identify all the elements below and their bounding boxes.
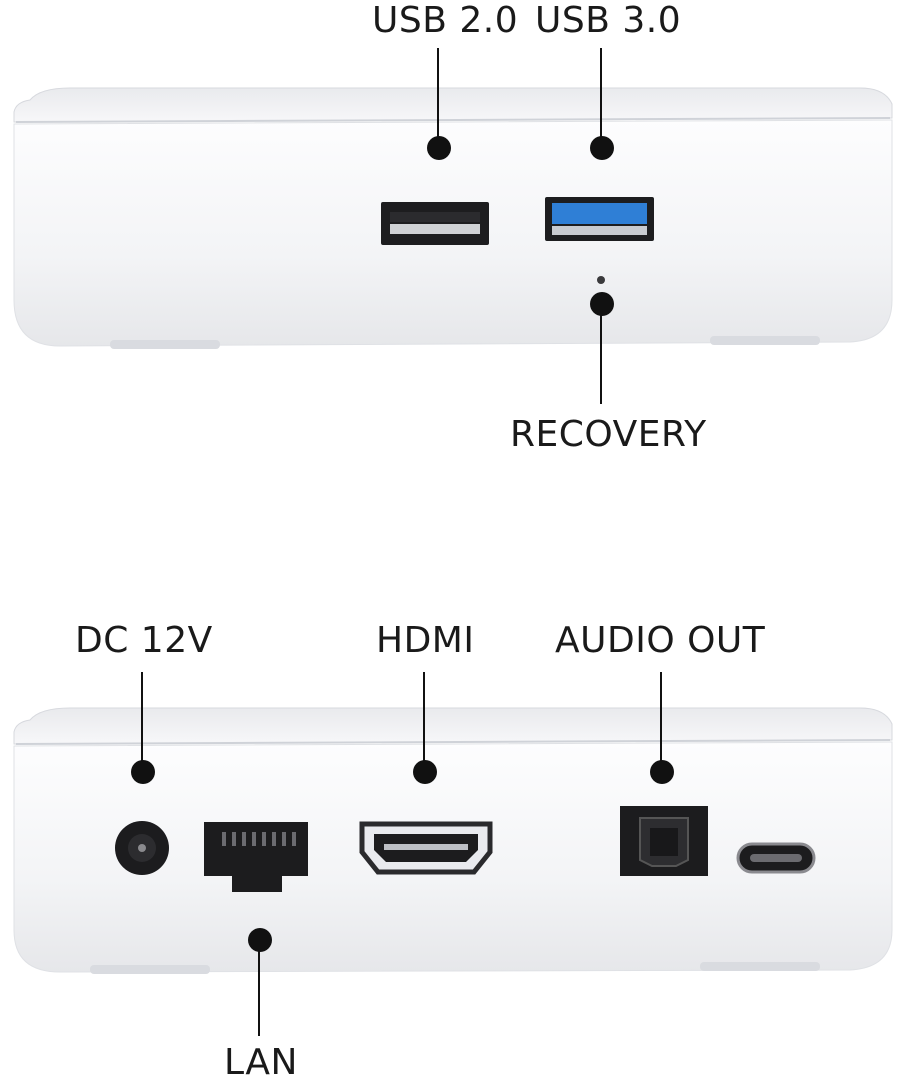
usb3-label: USB 3.0 (535, 0, 682, 41)
audio-out-callout-dot (650, 760, 674, 784)
dc-jack (115, 821, 169, 875)
usb2-port (381, 202, 489, 245)
usb3-callout-dot (590, 136, 614, 160)
usb3-callout-line (600, 48, 602, 146)
hdmi-label: HDMI (376, 620, 475, 661)
usb-c-port (736, 842, 816, 874)
usb2-callout-dot (427, 136, 451, 160)
recovery-callout-line (600, 306, 602, 404)
recovery-label: RECOVERY (510, 414, 707, 455)
dc-callout-dot (131, 760, 155, 784)
dc-callout-line (141, 672, 143, 770)
recovery-callout-dot (590, 292, 614, 316)
dc-label: DC 12V (75, 620, 213, 661)
audio-out-label: AUDIO OUT (555, 620, 766, 661)
lan-callout-line (258, 942, 260, 1036)
hdmi-callout-dot (413, 760, 437, 784)
lan-port (204, 822, 308, 892)
front-device (13, 87, 893, 349)
audio-out-port (620, 806, 708, 876)
hdmi-port (359, 821, 493, 875)
lan-label: LAN (224, 1042, 298, 1083)
audio-out-callout-line (660, 672, 662, 770)
usb3-port (545, 197, 654, 241)
usb2-label: USB 2.0 (372, 0, 519, 41)
recovery-hole (597, 276, 605, 284)
usb2-callout-line (437, 48, 439, 146)
back-device (13, 707, 893, 974)
hdmi-callout-line (423, 672, 425, 770)
lan-callout-dot (248, 928, 272, 952)
